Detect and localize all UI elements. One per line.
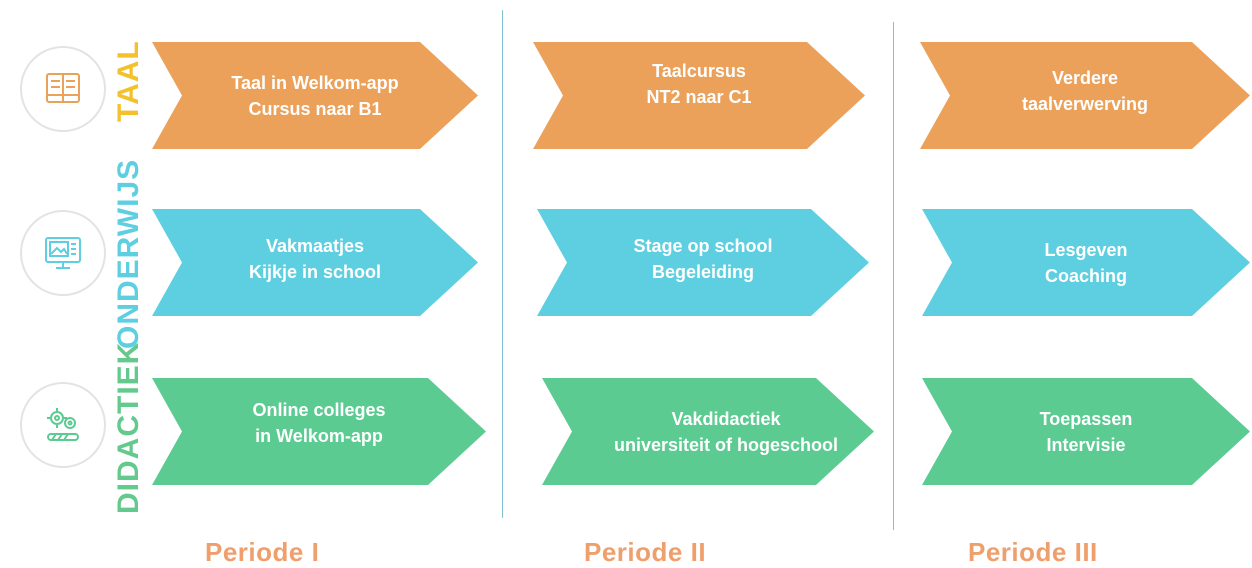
column-divider-2 bbox=[893, 22, 894, 530]
taal-icon-circle bbox=[20, 46, 106, 132]
book-icon bbox=[46, 73, 80, 103]
arrow-line-2: Begeleiding bbox=[651, 261, 754, 282]
gears-icon bbox=[47, 408, 79, 441]
arrow-taal-period-3: Verdere taalverwerving bbox=[920, 42, 1250, 149]
didactiek-icon-circle bbox=[20, 382, 106, 468]
arrow-line-1: Lesgeven bbox=[1044, 239, 1128, 260]
arrow-line-1: Toepassen bbox=[1039, 408, 1133, 429]
arrow-line-2: Coaching bbox=[1044, 265, 1127, 286]
arrow-line-1: Taalcursus bbox=[652, 60, 746, 81]
arrow-didactiek-period-1: Online colleges in Welkom-app bbox=[152, 378, 486, 485]
period-label-2: Periode II bbox=[584, 537, 707, 567]
arrow-line-1: Taal in Welkom-app bbox=[231, 72, 399, 93]
arrow-line-2: NT2 naar C1 bbox=[646, 86, 752, 107]
row-label-taal: TAAL bbox=[112, 40, 145, 122]
arrow-didactiek-period-2: Vakdidactiek universiteit of hogeschool bbox=[542, 378, 874, 485]
row-label-onderwijs: ONDERWIJS bbox=[112, 158, 145, 349]
row-label-didactiek: DIDACTIEK bbox=[112, 341, 145, 514]
arrow-line-1: Vakmaatjes bbox=[265, 235, 365, 256]
arrow-line-2: Kijkje in school bbox=[248, 261, 382, 282]
monitor-image-icon bbox=[45, 237, 81, 269]
arrow-line-1: Verdere bbox=[1051, 67, 1119, 88]
arrow-line-1: Vakdidactiek bbox=[671, 408, 781, 429]
arrow-line-2: Intervisie bbox=[1046, 434, 1126, 455]
arrow-line-2: in Welkom-app bbox=[255, 425, 383, 446]
period-label-3: Periode III bbox=[968, 537, 1098, 567]
column-divider-1 bbox=[502, 10, 503, 518]
arrow-line-2: universiteit of hogeschool bbox=[613, 434, 839, 455]
period-label-1: Periode I bbox=[205, 537, 320, 567]
arrow-line-1: Stage op school bbox=[633, 235, 773, 256]
arrow-line-1: Online colleges bbox=[252, 399, 386, 420]
arrow-line-2: taalverwerving bbox=[1021, 93, 1149, 114]
arrow-line-2: Cursus naar B1 bbox=[248, 98, 382, 119]
onderwijs-icon-circle bbox=[20, 210, 106, 296]
